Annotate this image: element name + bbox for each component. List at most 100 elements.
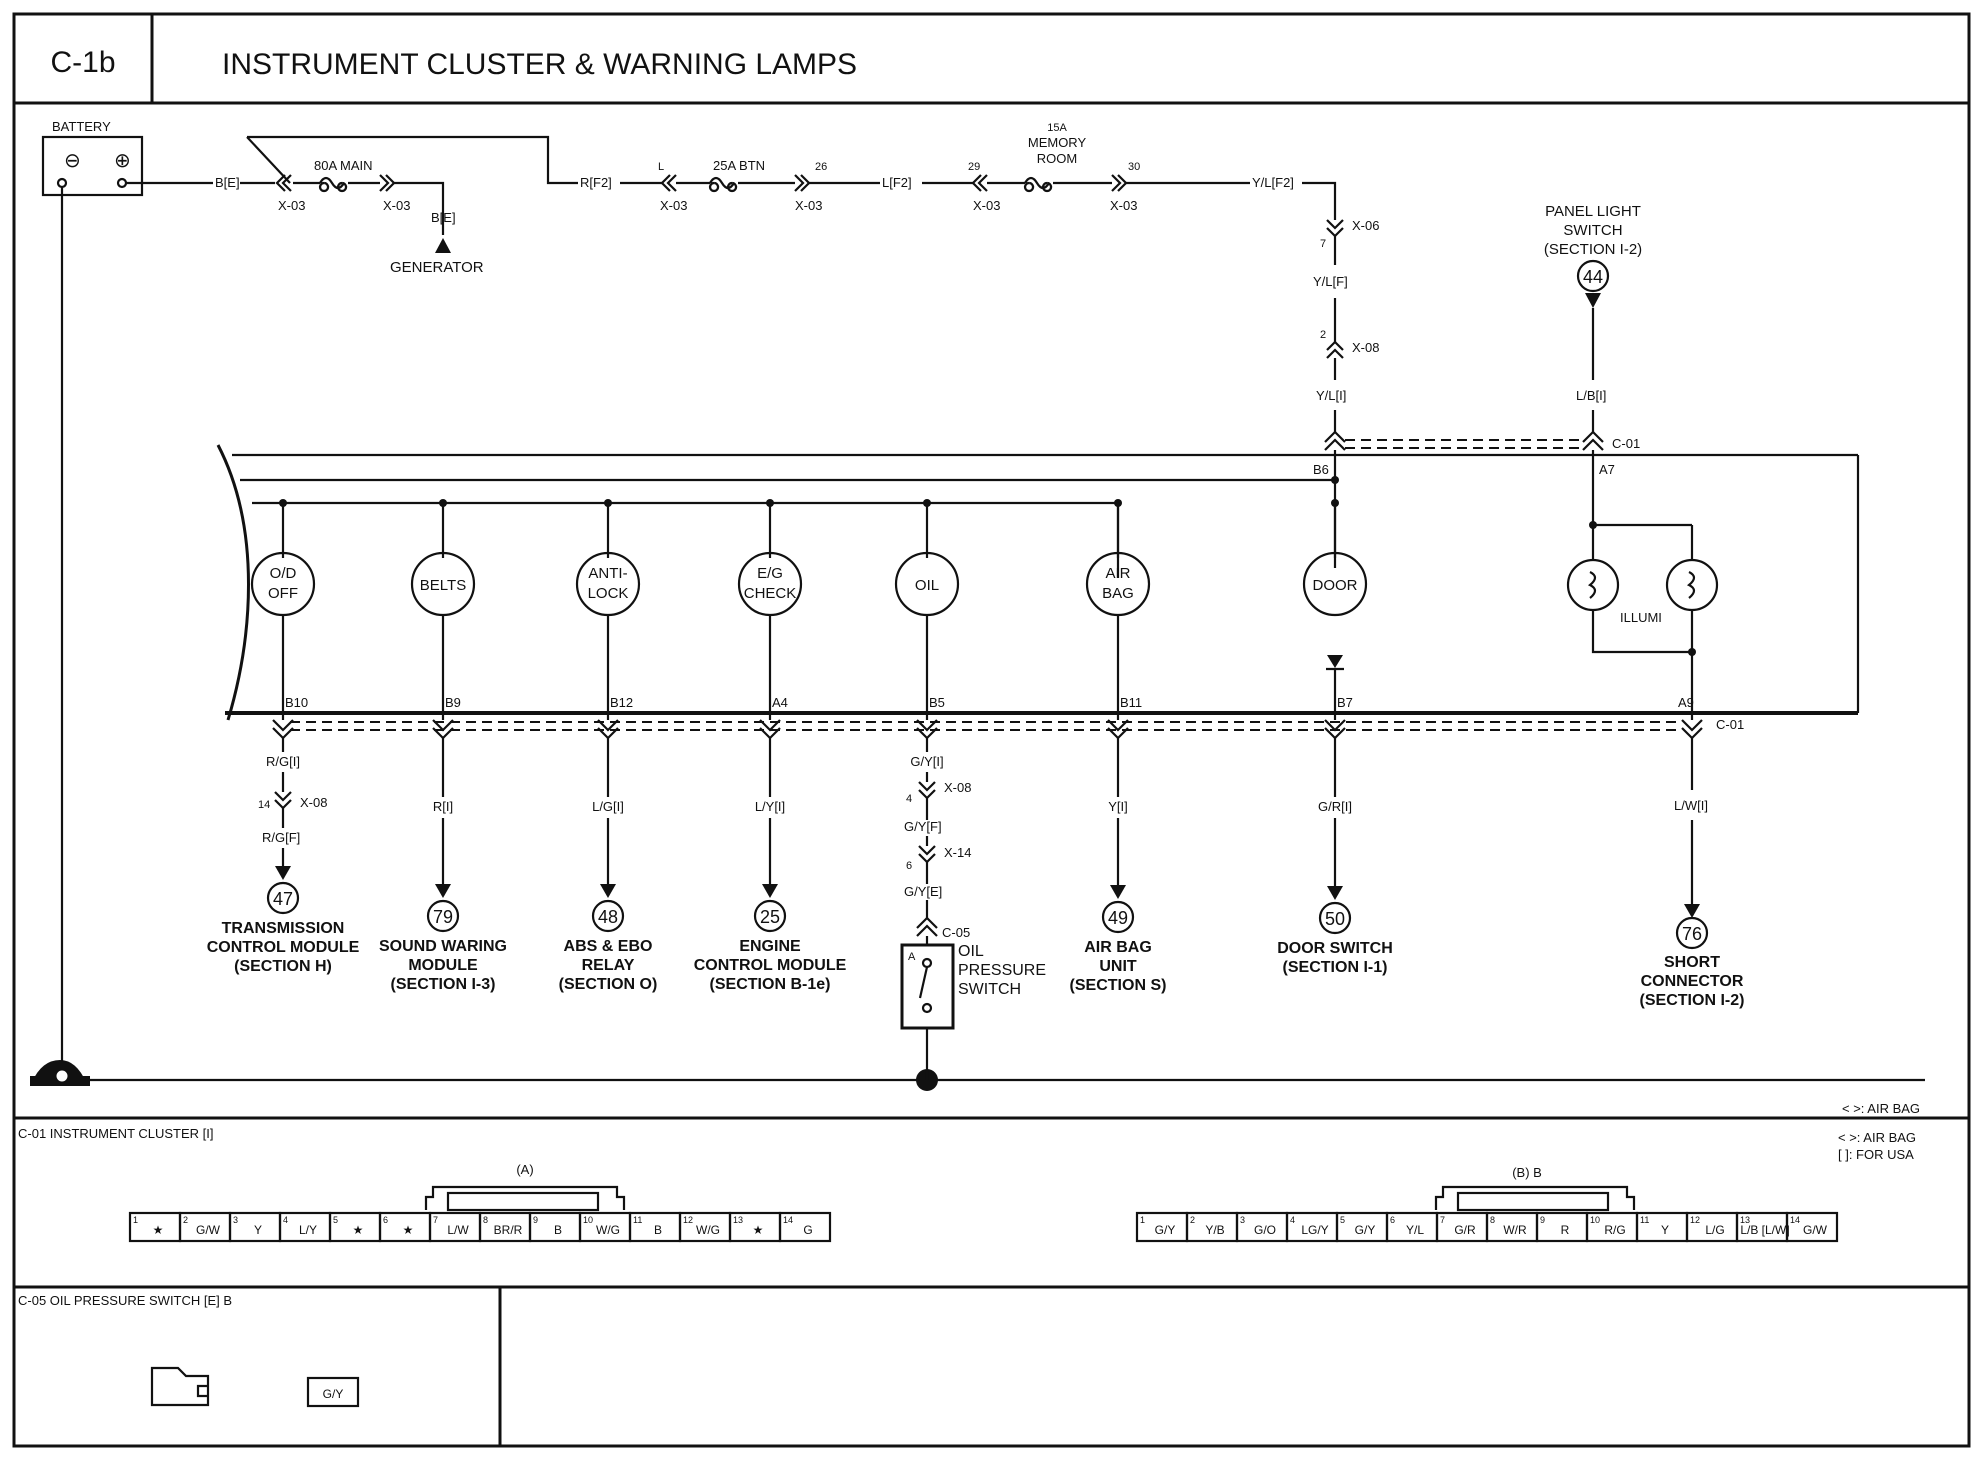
lamp-label: DOOR [1313,577,1358,594]
dest-circle [753,899,787,933]
fuse-memory-label: ROOM [1037,151,1077,166]
connector-pin [778,1211,832,1243]
dest-circle [1101,900,1135,934]
dest-label: SHORT [1664,954,1720,971]
wire-label: B[E] [431,210,456,225]
connector-label: X-08 [300,795,327,810]
dest-label: (SECTION I-1) [1283,959,1388,976]
wire-label: Y/L[F2] [1252,175,1294,190]
dest-label: (SECTION I-3) [391,976,496,993]
c05-connector-panel: C-05 OIL PRESSURE SWITCH [E] B G/Y [18,1293,360,1408]
dest-number: 50 [1325,909,1345,929]
dest-number: 79 [433,907,453,927]
connector-label: X-03 [278,198,305,213]
dest-label: CONNECTOR [1641,973,1744,990]
section-code: C-1b [50,46,115,79]
pin-number: 3 [233,1215,238,1225]
wire-label: R/G[I] [266,754,300,769]
pin-number: 12 [683,1215,693,1225]
legend-usa: [ ]: FOR USA [1838,1147,1914,1162]
pin-color: L/G [1705,1223,1724,1237]
battery-label: BATTERY [52,119,111,134]
connector-label: X-08 [944,780,971,795]
lamp-label: OFF [268,585,298,602]
pin-label: B12 [610,695,633,710]
dest-label: (SECTION B-1e) [710,976,831,993]
pin-label: B10 [285,695,308,710]
switch-label: SWITCH [958,981,1021,998]
lamp-label: OIL [915,577,939,594]
pin-color: ★ [353,1223,364,1237]
pin-number: 7 [433,1215,438,1225]
pin-number: 8 [1490,1215,1495,1225]
pin-color: G/W [1803,1223,1828,1237]
lamp-label: AIR [1105,565,1130,582]
pin-number: 9 [1540,1215,1545,1225]
pin-label: 29 [968,161,980,173]
wire-label: G/Y[E] [904,884,942,899]
pin-number: 2 [183,1215,188,1225]
wire-label: G/Y[I] [910,754,943,769]
wire-label: L/B[I] [1576,388,1606,403]
pin-number: 14 [783,1215,793,1225]
pin-color: W/G [696,1223,720,1237]
wire-label: L/G[I] [592,799,624,814]
pin-color: G [803,1223,812,1237]
pin-number: 11 [633,1215,642,1225]
pin-number: 13 [1740,1215,1750,1225]
c01-panel-title: C-01 INSTRUMENT CLUSTER [I] [18,1126,214,1141]
pin-label: 26 [815,161,827,173]
dest-label: SOUND WARING [379,938,507,955]
pin-number: 5 [1340,1215,1345,1225]
dest-label: TRANSMISSION [222,920,345,937]
c01-b-pins: 1G/Y2Y/B3G/O4LG/Y5G/Y6Y/L7G/R8W/R9R10R/G… [1135,1211,1839,1243]
dest-label: AIR BAG [1084,939,1152,956]
oil-extra: 4 X-08 G/Y[F] 6 X-14 G/Y[E] C-05 A OIL P… [900,780,1046,1080]
pin-number: 4 [283,1215,288,1225]
dest-label: (SECTION O) [559,976,658,993]
pin-color: G/O [1254,1223,1276,1237]
pin-color: L/W [447,1223,469,1237]
legend-air-bag: < >: AIR BAG [1842,1101,1920,1116]
wire-label: B[E] [215,175,240,190]
lamp-label: LOCK [588,585,629,602]
dest-circle [591,899,625,933]
fuse-memory-icon [1023,176,1053,193]
dest-label: (SECTION H) [234,958,332,975]
wire-label: Y/L[F] [1313,274,1348,289]
pin-color: G/R [1454,1223,1476,1237]
pin-color: Y [254,1223,262,1237]
c05-pin-label: G/Y [323,1387,344,1401]
pin-color: ★ [753,1223,764,1237]
fuse-btn-label: 25A BTN [713,158,765,173]
pin-color: G/Y [1155,1223,1176,1237]
dest-circle [1318,901,1352,935]
pin-number: 9 [533,1215,538,1225]
pin-color: R/G [1604,1223,1625,1237]
switch-label: PRESSURE [958,962,1046,979]
dest-label: CONTROL MODULE [694,957,847,974]
connector-shape-icon [150,1366,210,1407]
panel-switch-label: SWITCH [1563,222,1622,239]
pin-color: ★ [153,1223,164,1237]
pin-color: BR/R [494,1223,523,1237]
lamp-circle [737,551,803,617]
pin-color: R [1561,1223,1570,1237]
pin-number: 3 [1240,1215,1245,1225]
pin-number: 5 [333,1215,338,1225]
pin-color: Y/B [1205,1223,1224,1237]
pin-color: B [654,1223,662,1237]
dest-number: 25 [760,907,780,927]
dest-number: 76 [1682,924,1702,944]
pin-label: B7 [1337,695,1353,710]
panel-switch-label: PANEL LIGHT [1545,203,1641,220]
dest-circle [426,899,460,933]
pin-label: B6 [1313,462,1329,477]
dest-label: (SECTION I-2) [1640,992,1745,1009]
connector-label: C-05 [942,925,970,940]
fuse-memory-label: MEMORY [1028,135,1087,150]
illumination-lamps: ILLUMI [1566,521,1719,720]
lamp-circle [250,551,316,617]
